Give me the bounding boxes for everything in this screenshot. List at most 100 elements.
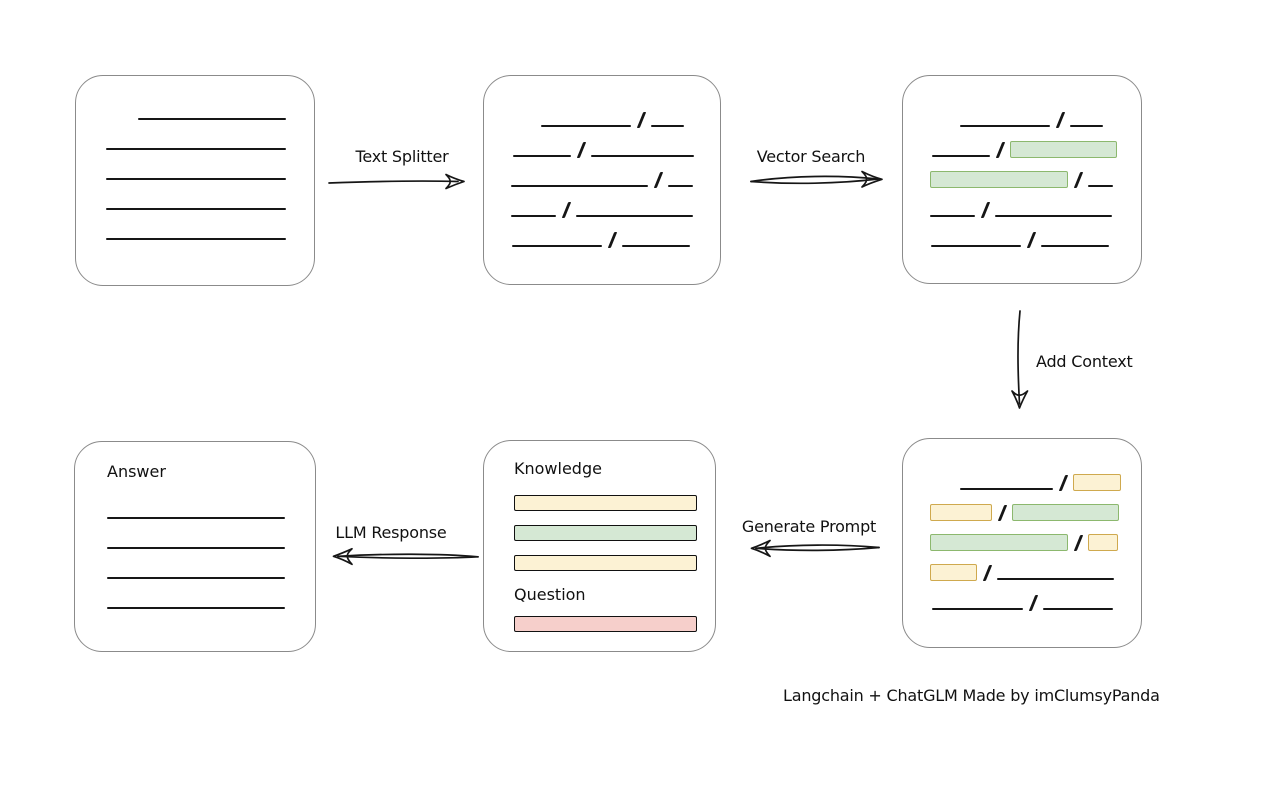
chunk-row: [930, 551, 1141, 581]
chunk-row: [930, 128, 1141, 158]
text-line: [1070, 125, 1103, 127]
vector-search-label: Vector Search: [756, 147, 866, 166]
text-line: [511, 185, 648, 187]
text-line: [1088, 185, 1113, 187]
text-line: [513, 155, 571, 157]
chunk-row: [511, 158, 720, 188]
question-label: Question: [514, 585, 586, 604]
yellow-highlight-chunk: [930, 504, 992, 521]
chunk-separator-slash: [576, 142, 587, 158]
green-highlight-chunk: [930, 171, 1068, 188]
text-line: [651, 125, 684, 127]
green-highlight-chunk: [930, 534, 1068, 551]
generate-prompt-label: Generate Prompt: [741, 517, 877, 536]
green-highlight-chunk: [1010, 141, 1117, 158]
chunk-row: [511, 98, 720, 128]
answer-label: Answer: [107, 462, 166, 481]
chunk-separator-slash: [636, 112, 647, 128]
diagram-caption: Langchain + ChatGLM Made by imClumsyPand…: [783, 686, 1160, 705]
chunk-separator-slash: [982, 565, 993, 581]
yellow-bar: [514, 495, 697, 511]
chunk-separator-slash: [1026, 232, 1037, 248]
question-bars: [514, 616, 715, 632]
split-chunks-box: [483, 75, 721, 285]
text-line: [106, 178, 286, 180]
text-line: [511, 215, 556, 217]
green-bar: [514, 525, 697, 541]
text-line: [1041, 245, 1109, 247]
text-line: [107, 547, 285, 549]
text-line: [512, 245, 602, 247]
chunk-separator-slash: [980, 202, 991, 218]
text-line: [591, 155, 694, 157]
chunk-row: [930, 188, 1141, 218]
context-chunks-box: [902, 438, 1142, 648]
chunk-separator-slash: [653, 172, 664, 188]
matched-chunks-box: [902, 75, 1142, 284]
chunk-row: [106, 151, 314, 181]
matched-chunk-lines: [903, 76, 1141, 248]
context-chunk-lines: [903, 439, 1141, 611]
chunk-separator-slash: [1055, 112, 1066, 128]
text-line: [106, 238, 286, 240]
text-line: [960, 488, 1053, 490]
vector-search-arrow: [750, 170, 883, 188]
text-line: [960, 125, 1050, 127]
chunk-separator-slash: [1073, 172, 1084, 188]
chunk-separator-slash: [997, 505, 1008, 521]
chunk-row: [106, 91, 314, 121]
chunk-separator-slash: [1028, 595, 1039, 611]
split-chunk-lines: [484, 76, 720, 248]
green-highlight-chunk: [1012, 504, 1119, 521]
text-line: [930, 215, 975, 217]
chunk-row: [106, 181, 314, 211]
text-line: [997, 578, 1114, 580]
answer-lines: [107, 490, 315, 610]
yellow-highlight-chunk: [1088, 534, 1118, 551]
chunk-row: [107, 580, 315, 610]
text-line: [106, 148, 286, 150]
text-splitter-label: Text Splitter: [355, 147, 449, 166]
chunk-separator-slash: [607, 232, 618, 248]
text-line: [541, 125, 631, 127]
knowledge-bars: [514, 495, 715, 571]
text-line: [107, 607, 285, 609]
text-line: [1043, 608, 1113, 610]
add-context-arrow: [1011, 310, 1029, 409]
text-line: [107, 577, 285, 579]
llm-response-arrow: [332, 547, 479, 566]
source-document-box: [75, 75, 315, 286]
red-bar: [514, 616, 697, 632]
chunk-row: [107, 490, 315, 520]
chunk-row: [930, 158, 1141, 188]
yellow-highlight-chunk: [930, 564, 977, 581]
text-line: [106, 208, 286, 210]
chunk-row: [106, 121, 314, 151]
text-line: [622, 245, 690, 247]
chunk-row: [930, 98, 1141, 128]
answer-box: Answer: [74, 441, 316, 652]
text-line: [931, 245, 1021, 247]
knowledge-label: Knowledge: [514, 459, 602, 478]
document-lines: [76, 76, 314, 241]
generate-prompt-arrow: [750, 539, 880, 558]
chunk-row: [511, 188, 720, 218]
chunk-separator-slash: [561, 202, 572, 218]
chunk-separator-slash: [1058, 475, 1069, 491]
yellow-bar: [514, 555, 697, 571]
chunk-row: [930, 218, 1141, 248]
llm-response-label: LLM Response: [335, 523, 447, 542]
chunk-row: [930, 521, 1141, 551]
chunk-separator-slash: [995, 142, 1006, 158]
add-context-label: Add Context: [1036, 352, 1133, 371]
chunk-row: [107, 550, 315, 580]
text-line: [138, 118, 286, 120]
chunk-separator-slash: [1073, 535, 1084, 551]
chunk-row: [930, 581, 1141, 611]
text-line: [932, 608, 1023, 610]
prompt-box: Knowledge Question: [483, 440, 716, 652]
chunk-row: [106, 211, 314, 241]
text-line: [995, 215, 1112, 217]
yellow-highlight-chunk: [1073, 474, 1121, 491]
